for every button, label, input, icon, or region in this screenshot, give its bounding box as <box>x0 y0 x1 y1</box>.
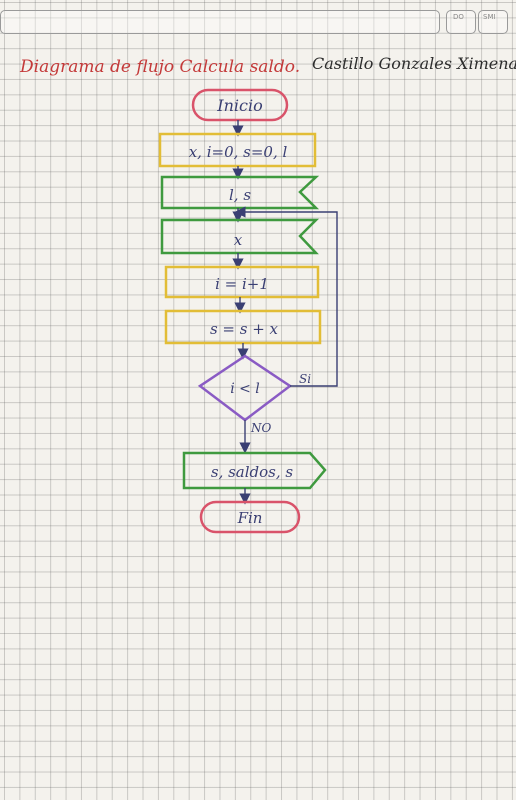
date-box-month: SMI <box>478 10 508 34</box>
end-terminal <box>199 500 301 534</box>
init-label: x, i=0, s=0, l <box>189 143 288 161</box>
author-name: Castillo Gonzales Ximena <box>312 54 516 73</box>
process-2-label: s = s + x <box>210 320 279 338</box>
date-label-month: SMI <box>483 13 496 21</box>
date-box-day: DO <box>446 10 476 34</box>
end-label: Fin <box>237 509 263 527</box>
increment-process-box <box>164 265 320 299</box>
decision-label: i < l <box>230 381 260 397</box>
output-box <box>182 451 327 490</box>
input-box-2 <box>160 218 320 255</box>
yes-loop-connector <box>234 206 338 387</box>
diagram-title: Diagrama de flujo Calcula saldo. <box>19 57 300 77</box>
page-header-line <box>0 10 440 34</box>
input-box-1 <box>160 175 320 210</box>
date-label-day: DO <box>453 13 464 21</box>
start-terminal <box>191 88 289 122</box>
yes-label: Si <box>299 372 311 386</box>
process-1-label: i = i+1 <box>215 275 269 293</box>
output-label: s, saldos, s <box>211 463 294 481</box>
start-label: Inicio <box>216 96 262 115</box>
no-label: NO <box>250 421 272 435</box>
input-1-label: l, s <box>229 186 251 204</box>
input-2-label: x <box>234 231 243 249</box>
